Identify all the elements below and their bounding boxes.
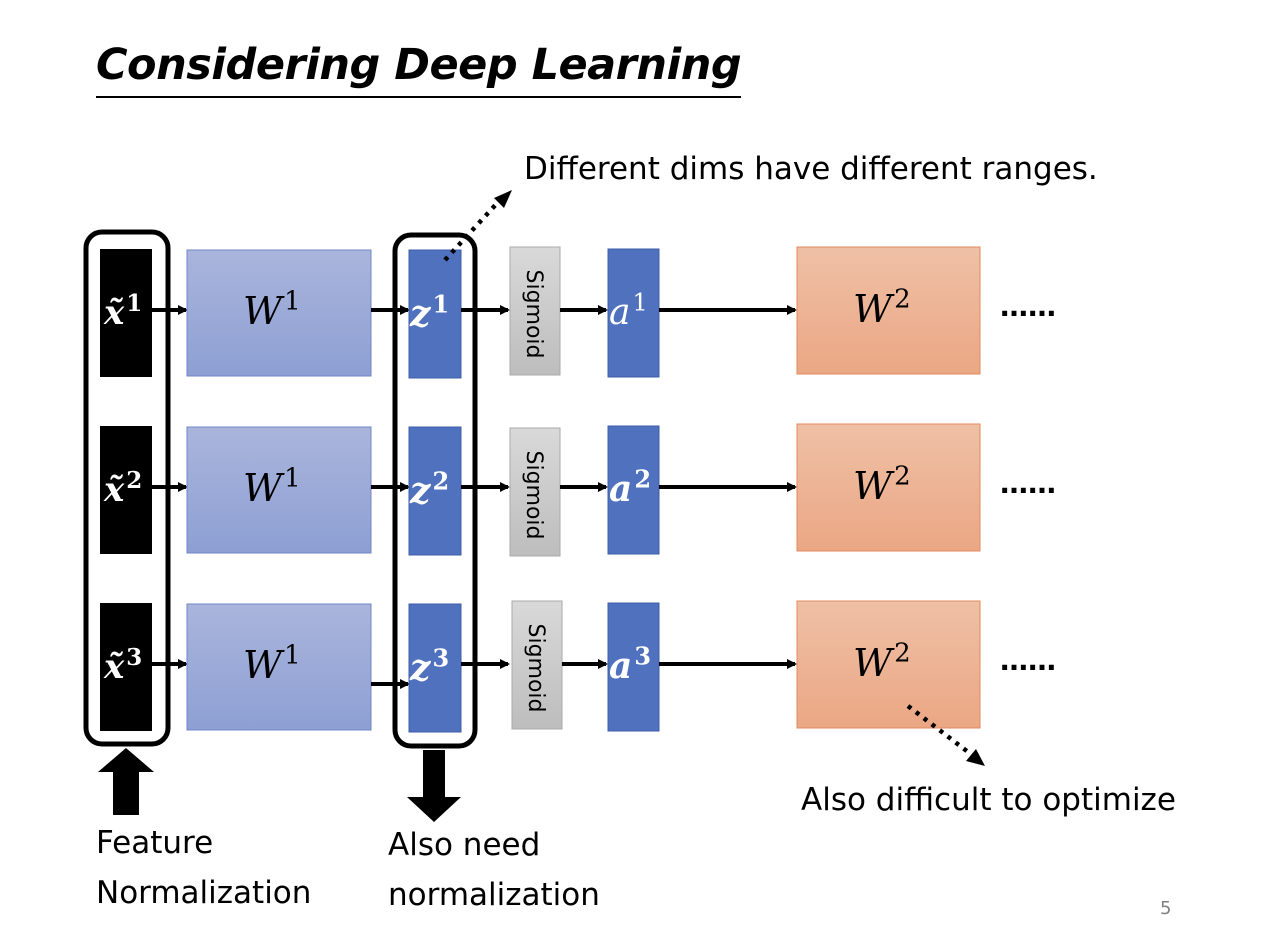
- w2-box-row1: [796, 246, 981, 375]
- w1-label: W1: [243, 464, 301, 510]
- w1-label: W1: [243, 641, 301, 687]
- w1-box-row1: [186, 249, 372, 377]
- w1-box-row2: [186, 426, 372, 554]
- input-label-x3: x̃3: [103, 644, 142, 687]
- sigmoid-label: Sigmoid: [523, 623, 548, 712]
- label-feature: Feature: [96, 825, 214, 861]
- ellipsis-row1: ……: [1000, 290, 1056, 323]
- a-label: a3: [609, 641, 651, 687]
- label-normalization-2: normalization: [388, 877, 600, 913]
- feature-normalization-arrow: [98, 748, 154, 815]
- input-box-x2: [100, 426, 152, 554]
- w2-box-row3: [796, 600, 981, 729]
- a-box-row3: [607, 602, 660, 732]
- dotted-arrow-difficult-optimize: [906, 704, 974, 757]
- sigmoid-box-row3: [511, 600, 563, 730]
- slide-title: Considering Deep Learning: [96, 36, 742, 98]
- z-group-bracket: [392, 232, 478, 749]
- w1-box-row3: [186, 603, 372, 731]
- dotted-arrow-different-ranges: [443, 198, 502, 262]
- ellipsis-row3: ……: [1000, 644, 1056, 677]
- sigmoid-box-row1: [509, 246, 561, 376]
- z-label: z2: [409, 466, 449, 512]
- sigmoid-label: Sigmoid: [521, 450, 546, 539]
- dotted-arrow-head-top: [494, 190, 512, 208]
- w2-label: W2: [853, 462, 911, 508]
- w1-label: W1: [243, 287, 301, 333]
- w2-box-row2: [796, 423, 981, 552]
- ellipsis-row2: ……: [1000, 467, 1056, 500]
- input-label-x2: x̃2: [103, 467, 142, 510]
- label-also-need: Also need: [388, 827, 541, 863]
- row-3: x̃3 W1 z3 Sigmoid a3 W2 ……: [100, 600, 1056, 733]
- z-label: z3: [409, 643, 449, 689]
- page-number: 5: [1160, 898, 1172, 919]
- dotted-arrow-head-bottom: [966, 749, 985, 766]
- row-2: x̃2 W1 z2 Sigmoid a2 W2 ……: [100, 423, 1056, 557]
- sigmoid-box-row2: [509, 427, 561, 557]
- z-box-row2: [408, 426, 462, 556]
- also-need-normalization-arrow: [407, 750, 461, 822]
- label-normalization: Normalization: [96, 875, 312, 911]
- row-1: x̃1 W1 z1 Sigmoid a1 W2 ……: [100, 246, 1056, 379]
- z-box-row3: [408, 603, 462, 733]
- z-box-row1: [408, 249, 462, 379]
- a-box-row2: [607, 425, 660, 555]
- input-box-x1: [100, 249, 152, 377]
- sigmoid-label: Sigmoid: [521, 269, 546, 358]
- annotation-difficult-optimize: Also difficult to optimize: [801, 782, 1176, 818]
- a-label: a1: [609, 288, 648, 333]
- input-box-x3: [100, 603, 152, 731]
- a-label: a2: [609, 464, 651, 510]
- w2-label: W2: [853, 639, 911, 685]
- z-label: z1: [409, 289, 449, 335]
- annotation-different-ranges: Different dims have different ranges.: [524, 151, 1098, 187]
- input-group-bracket: [83, 229, 171, 747]
- w2-label: W2: [853, 285, 911, 331]
- a-box-row1: [607, 248, 660, 378]
- input-label-x1: x̃1: [103, 290, 142, 333]
